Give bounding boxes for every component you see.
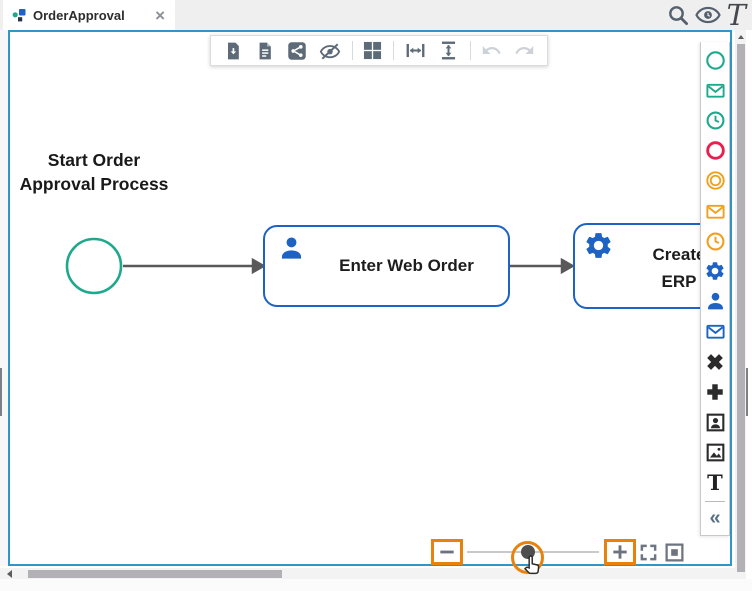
- palette-parallel-gateway[interactable]: [701, 377, 729, 407]
- fit-width-icon[interactable]: [405, 40, 426, 61]
- palette-timer-start-event[interactable]: [701, 105, 729, 135]
- share-icon[interactable]: [287, 41, 307, 61]
- palette-text-annotation[interactable]: T: [701, 468, 729, 498]
- search-icon[interactable]: [667, 4, 689, 26]
- collapse-palette-icon[interactable]: «: [709, 506, 721, 529]
- text-tool-icon[interactable]: T: [726, 0, 746, 32]
- tab-order-approval[interactable]: OrderApproval ×: [3, 0, 175, 30]
- minus-icon: [440, 550, 454, 554]
- tab-title: OrderApproval: [33, 7, 125, 23]
- task-label-line-1: Create: [652, 245, 706, 264]
- text-glyph: T: [707, 469, 723, 495]
- shape-palette: T «: [700, 42, 730, 536]
- palette-service-task[interactable]: [701, 256, 729, 286]
- preview-eye-icon[interactable]: [694, 4, 721, 26]
- vertical-scrollbar[interactable]: [735, 30, 746, 579]
- palette-intermediate-event[interactable]: [701, 166, 729, 196]
- zoom-out-button[interactable]: [431, 539, 463, 565]
- tab-bar: OrderApproval × T: [0, 0, 752, 30]
- task-label: Enter Web Order: [339, 256, 474, 275]
- palette-start-event[interactable]: [701, 45, 729, 75]
- horizontal-scrollbar[interactable]: [0, 568, 735, 579]
- palette-receive-task[interactable]: [701, 317, 729, 347]
- redo-icon[interactable]: [514, 40, 535, 61]
- palette-user-task[interactable]: [701, 287, 729, 317]
- hide-visibility-icon[interactable]: [319, 41, 341, 61]
- close-icon[interactable]: ×: [155, 5, 165, 25]
- annotation-line-2: Approval Process: [19, 174, 169, 194]
- palette-divider: [705, 500, 725, 502]
- document-icon[interactable]: [255, 41, 275, 61]
- start-event-node[interactable]: [65, 237, 123, 295]
- zoom-in-button[interactable]: [604, 539, 636, 565]
- fit-height-icon[interactable]: [438, 40, 459, 61]
- palette-exclusive-gateway[interactable]: [701, 347, 729, 377]
- plus-icon: [613, 545, 627, 559]
- hand-cursor-icon: [523, 555, 540, 575]
- canvas-toolbar: [210, 35, 548, 66]
- task-label-line-2: ERP: [661, 272, 697, 291]
- vertical-scrollbar-thumb[interactable]: [736, 44, 745, 572]
- bottom-panel-edge: [0, 579, 752, 591]
- palette-message-start-event[interactable]: [701, 75, 729, 105]
- right-splitter-handle[interactable]: [746, 368, 752, 416]
- left-margin: [0, 30, 8, 566]
- export-file-icon[interactable]: [223, 41, 243, 61]
- palette-message-intermediate-event[interactable]: [701, 196, 729, 226]
- scroll-up-arrow-icon[interactable]: [737, 35, 744, 39]
- user-icon: [281, 237, 302, 259]
- left-splitter-handle[interactable]: [0, 368, 7, 416]
- actual-size-icon[interactable]: [664, 542, 685, 563]
- scroll-left-arrow-icon[interactable]: [7, 570, 12, 578]
- palette-portrait-annotation[interactable]: [701, 407, 729, 437]
- palette-timer-intermediate-event[interactable]: [701, 226, 729, 256]
- fit-to-screen-icon[interactable]: [638, 542, 659, 563]
- palette-image-annotation[interactable]: [701, 437, 729, 467]
- annotation-line-1: Start Order: [47, 150, 141, 170]
- task-label: Create ERP: [575, 241, 730, 295]
- grid-layout-icon[interactable]: [363, 41, 382, 60]
- text-annotation[interactable]: Start Order Approval Process: [10, 148, 180, 196]
- diagram-canvas[interactable]: Start Order Approval Process Enter Web O…: [8, 30, 732, 566]
- undo-icon[interactable]: [481, 40, 502, 61]
- horizontal-scrollbar-thumb[interactable]: [28, 569, 282, 578]
- palette-end-event[interactable]: [701, 136, 729, 166]
- process-file-icon: [12, 9, 26, 22]
- gear-icon: [586, 233, 611, 258]
- user-task-node[interactable]: Enter Web Order: [263, 225, 510, 307]
